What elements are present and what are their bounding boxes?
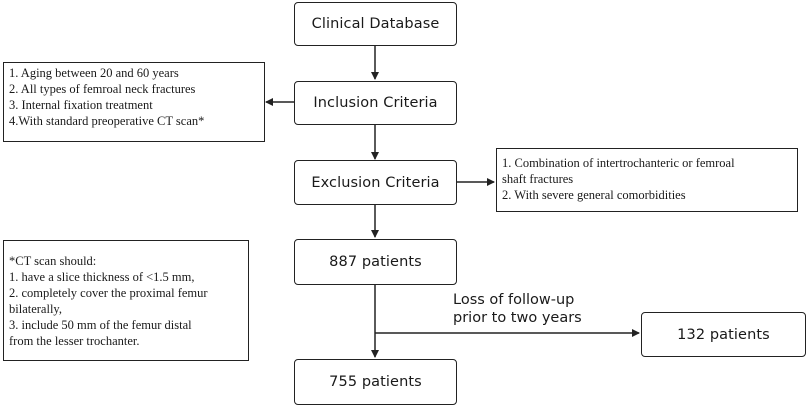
loss-of-followup-label: Loss of follow-up prior to two years <box>453 291 582 327</box>
clinical-database-box: Clinical Database <box>294 2 457 46</box>
inclusion-notes-box: 1. Aging between 20 and 60 years 2. All … <box>3 62 265 142</box>
ct-requirements-box: *CT scan should: 1. have a slice thickne… <box>3 240 249 361</box>
exclusion-criteria-label: Exclusion Criteria <box>311 174 440 191</box>
clinical-database-label: Clinical Database <box>311 16 440 32</box>
exclusion-note: 2. With severe general comorbidities <box>502 188 686 202</box>
patients-755-box: 755 patients <box>294 359 457 405</box>
inclusion-criteria-box: Inclusion Criteria <box>294 81 457 125</box>
followup-label-line: prior to two years <box>453 310 582 326</box>
patients-887-box: 887 patients <box>294 239 457 285</box>
inclusion-note: 1. Aging between 20 and 60 years <box>9 66 179 80</box>
ct-note: from the lesser trochanter. <box>9 334 140 348</box>
ct-note: 1. have a slice thickness of <1.5 mm, <box>9 270 195 284</box>
patients-132-box: 132 patients <box>641 312 806 357</box>
patients-755-label: 755 patients <box>329 374 422 390</box>
patients-887-label: 887 patients <box>329 254 422 270</box>
ct-note: 3. include 50 mm of the femur distal <box>9 318 192 332</box>
patients-132-label: 132 patients <box>677 326 770 343</box>
exclusion-criteria-box: Exclusion Criteria <box>294 160 457 205</box>
ct-note: 2. completely cover the proximal femur <box>9 286 208 300</box>
inclusion-note: 2. All types of femroal neck fractures <box>9 82 196 96</box>
exclusion-note: 1. Combination of intertrochanteric or f… <box>502 156 735 170</box>
exclusion-note: shaft fractures <box>502 172 574 186</box>
ct-note: *CT scan should: <box>9 254 97 268</box>
inclusion-note: 4.With standard preoperative CT scan* <box>9 114 205 128</box>
exclusion-notes-box: 1. Combination of intertrochanteric or f… <box>496 148 798 212</box>
inclusion-note: 3. Internal fixation treatment <box>9 98 153 112</box>
ct-note: bilaterally, <box>9 302 62 316</box>
inclusion-criteria-label: Inclusion Criteria <box>313 95 438 111</box>
followup-label-line: Loss of follow-up <box>453 292 575 308</box>
